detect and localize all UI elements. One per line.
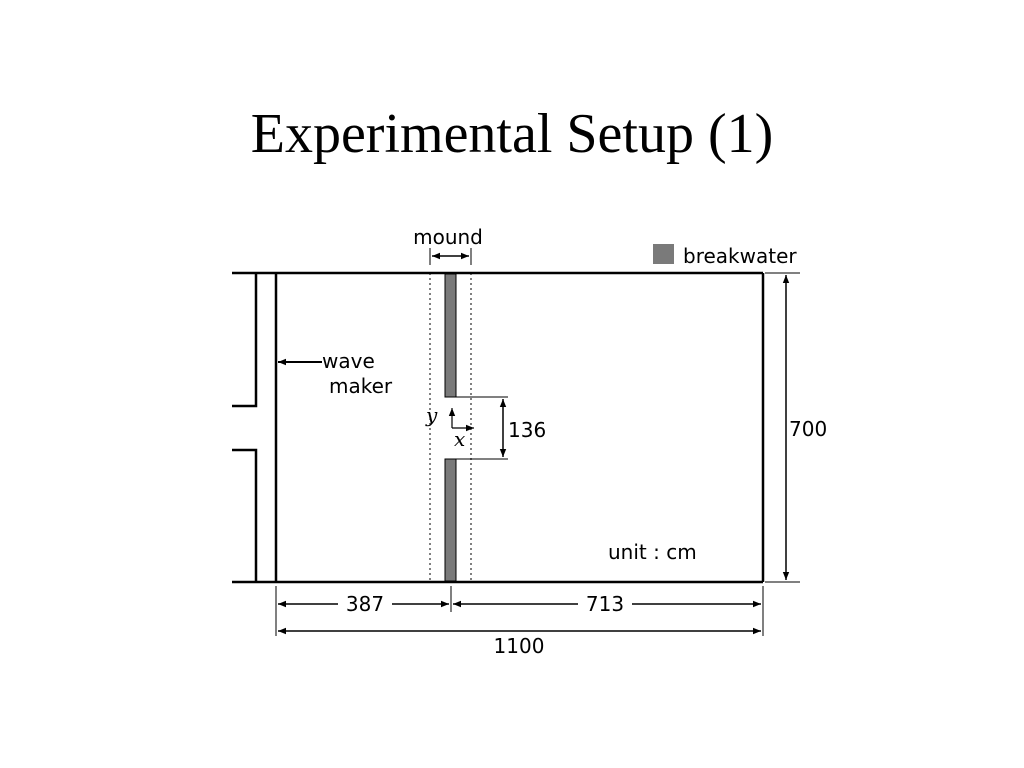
left-length-label: 387 [346,592,384,616]
width-label: 700 [789,417,827,441]
breakwater-legend-label: breakwater [683,244,797,268]
breakwater-lower-segment [444,458,457,582]
x-axis-label: x [454,427,465,451]
gap-dimension [456,396,508,460]
wave-label: wave [322,349,375,373]
mound-dimension [429,248,472,265]
right-length-label: 713 [586,592,624,616]
gap-label: 136 [508,418,546,442]
breakwater-legend-swatch [653,244,674,264]
maker-label: maker [329,374,393,398]
mound-boundaries [429,273,472,582]
unit-label: unit : cm [608,540,697,564]
mound-label: mound [413,225,483,249]
basin-outline [232,271,765,584]
length-dimensions [275,586,764,636]
coordinate-axes [448,408,474,432]
width-dimension [765,272,800,583]
y-axis-label: y [425,403,438,427]
slide-title: Experimental Setup (1) [250,103,774,165]
breakwater-upper-segment [444,273,457,398]
wave-maker-walls [232,273,258,582]
total-length-label: 1100 [494,634,545,658]
